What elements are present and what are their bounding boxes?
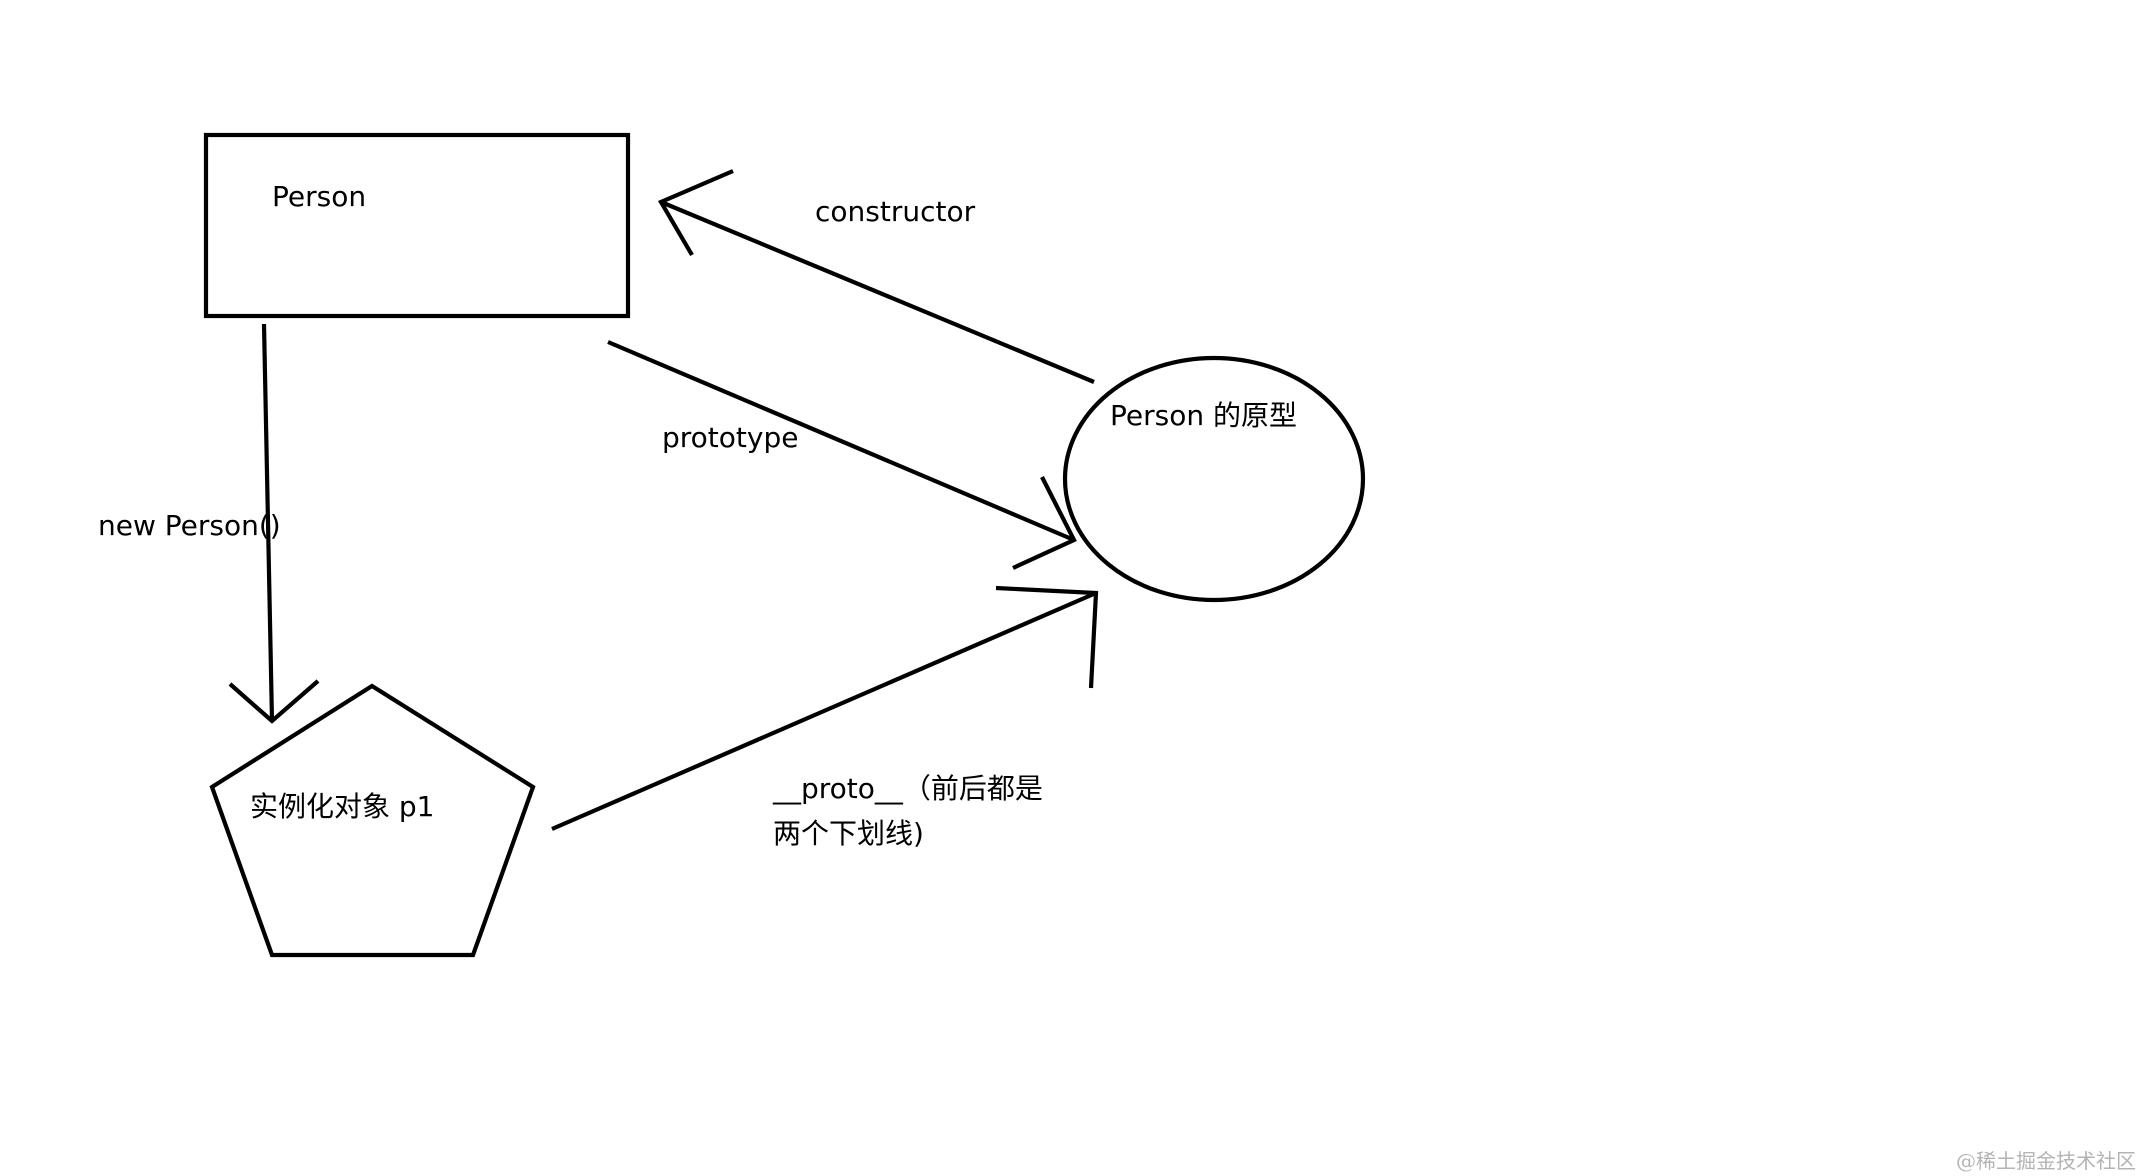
proto-arrowhead xyxy=(995,585,1099,689)
new-person-label: new Person() xyxy=(98,509,281,542)
instance-pentagon xyxy=(209,683,536,958)
new-person-arrowhead xyxy=(228,679,320,724)
new-person-arrow-line xyxy=(261,323,275,722)
prototype-arrow-line xyxy=(607,340,1075,542)
person-label: Person xyxy=(272,180,366,213)
proto-arrow xyxy=(551,585,1099,831)
constructor-label: constructor xyxy=(815,195,976,228)
proto-arrow-line xyxy=(551,591,1097,831)
watermark-text: @稀土掘金技术社区 xyxy=(1956,1149,2136,1173)
constructor-arrow xyxy=(657,169,1095,384)
constructor-arrow-line xyxy=(660,200,1095,384)
new-person-arrow xyxy=(228,323,320,724)
person-box xyxy=(203,132,631,319)
prototype-label: prototype xyxy=(662,421,798,454)
prototype-object-label: Person 的原型 xyxy=(1110,399,1297,432)
constructor-arrowhead xyxy=(657,169,734,257)
prototype-ellipse xyxy=(1062,355,1366,603)
prototype-arrowhead xyxy=(1012,476,1077,570)
prototype-arrow xyxy=(607,340,1077,570)
instance-label: 实例化对象 p1 xyxy=(250,790,435,823)
proto-label-line1: __proto__（前后都是 xyxy=(772,772,1043,805)
proto-label-line2: 两个下划线) xyxy=(773,817,924,850)
